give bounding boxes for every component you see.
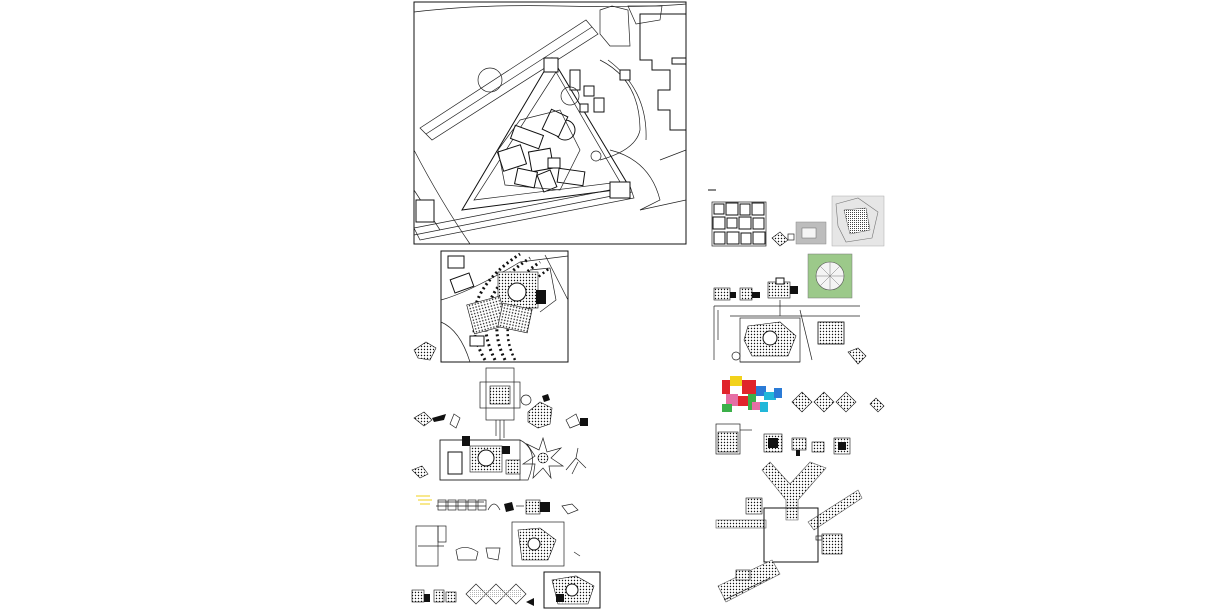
left-thumbnails-row-5 — [411, 571, 601, 609]
left-thumbnails-row-3 — [416, 495, 579, 515]
site-plan-zoom — [413, 250, 569, 363]
left-thumbnails-row-2 — [411, 436, 587, 481]
left-thumbnails-row-4 — [415, 521, 581, 567]
right-thumbnails-row-2 — [713, 253, 853, 301]
right-thumbnails-row-1 — [711, 195, 885, 247]
left-thumbnails-row-1 — [413, 367, 588, 440]
right-thumbnails-row-5 — [715, 423, 851, 456]
right-plan-detail — [713, 300, 867, 365]
right-colored-diagram — [722, 376, 885, 413]
site-plan-main — [413, 1, 687, 245]
y-plan-large — [715, 461, 863, 603]
